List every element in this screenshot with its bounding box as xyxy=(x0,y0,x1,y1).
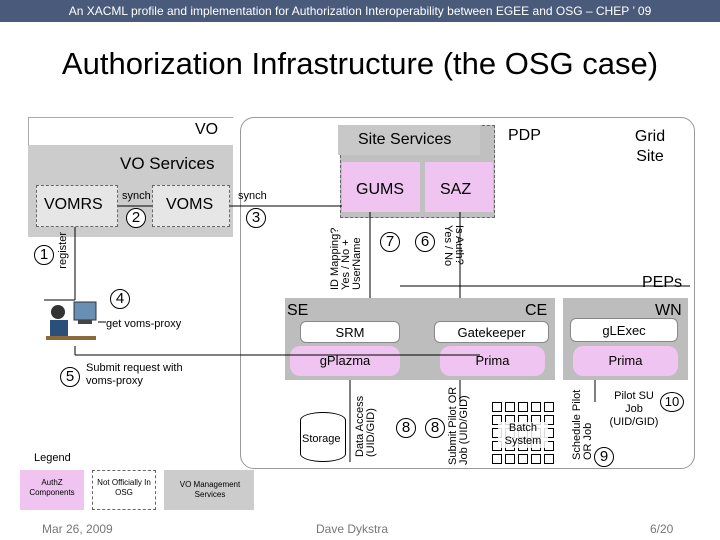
peps-label: PEPs xyxy=(642,274,683,291)
se-label: SE xyxy=(287,302,309,319)
saz-box xyxy=(425,162,493,212)
site-services-box xyxy=(338,125,480,155)
glexec-box: gLExec xyxy=(570,318,678,342)
get-voms-proxy-label: get voms-proxy xyxy=(106,318,182,330)
step-9: 9 xyxy=(594,447,614,467)
pilot-su-label: Pilot SU Job (UID/GID) xyxy=(609,390,659,428)
legend-vo-mgmt-label: VO Management Services xyxy=(179,480,241,499)
step-8-ce: 8 xyxy=(425,418,445,438)
legend-not-official xyxy=(92,470,156,510)
gums-box xyxy=(342,162,420,212)
synch-right-label: synch xyxy=(238,190,267,202)
legend-authz-label: AuthZ Components xyxy=(29,478,75,497)
vo-label: VO xyxy=(195,121,219,138)
page-title: Authorization Infrastructure (the OSG ca… xyxy=(61,46,659,81)
voms-box xyxy=(152,185,230,227)
gums-label: GUMS xyxy=(356,181,404,198)
prima-ce-box: Prima xyxy=(440,346,545,376)
wn-label: WN xyxy=(655,302,682,319)
submit-request-label: Submit request with voms-proxy xyxy=(86,362,183,387)
vo-services-label: VO Services xyxy=(120,154,215,173)
srm-box: SRM xyxy=(300,321,400,343)
step-6: 6 xyxy=(415,232,435,252)
prima-wn-box: Prima xyxy=(573,346,678,376)
legend-title: Legend xyxy=(34,452,71,464)
step-8-se: 8 xyxy=(396,418,416,438)
step-7: 7 xyxy=(380,232,400,252)
storage-cylinder xyxy=(300,412,346,462)
footer-page: 6/20 xyxy=(650,522,674,536)
vomrs-box xyxy=(36,185,118,227)
grid-site-label: Grid Site xyxy=(634,128,666,165)
gatekeeper-box: Gatekeeper xyxy=(434,321,549,343)
batch-system-label: Batch System xyxy=(498,422,548,448)
pdp-label: PDP xyxy=(508,127,541,144)
ce-label: CE xyxy=(525,302,548,319)
user-icon xyxy=(44,300,98,346)
footer-author: Dave Dykstra xyxy=(316,522,389,536)
site-region xyxy=(240,117,695,469)
header-bar: An XACML profile and implementation for … xyxy=(0,0,720,22)
legend-vo-mgmt xyxy=(164,470,254,510)
saz-label: SAZ xyxy=(440,181,472,198)
step-3: 3 xyxy=(246,208,266,228)
is-auth-label: Is Auth? Yes / No xyxy=(442,225,465,267)
storage-label: Storage xyxy=(302,433,341,445)
step-2: 2 xyxy=(126,208,146,228)
synch-left-label: synch xyxy=(122,190,151,202)
footer-date: Mar 26, 2009 xyxy=(42,522,113,536)
step-1: 1 xyxy=(34,245,54,265)
legend-not-official-label: Not Officially In OSG xyxy=(97,478,151,497)
step-4: 4 xyxy=(110,289,130,309)
legend-authz xyxy=(20,470,84,510)
step-10: 10 xyxy=(660,392,684,412)
site-services-label: Site Services xyxy=(358,131,452,148)
step-5: 5 xyxy=(60,367,80,387)
vomrs-label: VOMRS xyxy=(44,196,103,213)
gplazma-box: gPlazma xyxy=(290,346,400,376)
voms-label: VOMS xyxy=(166,196,214,213)
